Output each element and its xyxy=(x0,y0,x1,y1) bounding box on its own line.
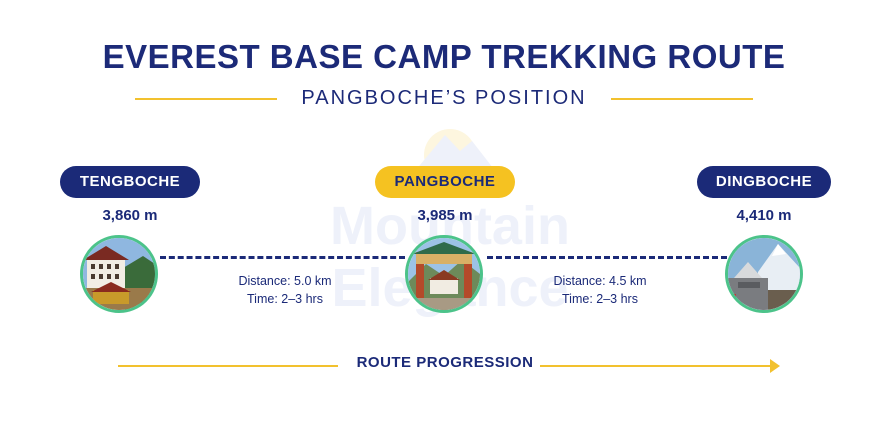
leg-1-info: Distance: 5.0 km Time: 2–3 hrs xyxy=(215,272,355,308)
stop-label-dingboche: DINGBOCHE xyxy=(697,166,831,198)
monastery-photo-icon xyxy=(83,238,155,310)
page-title: EVEREST BASE CAMP TREKKING ROUTE xyxy=(102,38,786,75)
watermark-text: Mountain Elegance xyxy=(330,196,570,318)
progression-line-left xyxy=(118,365,338,367)
chorten-photo-icon xyxy=(728,238,800,310)
page-subtitle: PANGBOCHE’S POSITION xyxy=(301,87,587,109)
elevation-dingboche: 4,410 m xyxy=(736,207,792,224)
leg-1-distance: Distance: 5.0 km xyxy=(238,274,332,288)
dingboche-photo xyxy=(725,235,803,313)
leg-2-info: Distance: 4.5 km Time: 2–3 hrs xyxy=(530,272,670,308)
arrow-right-icon xyxy=(770,359,780,373)
gate-photo-icon xyxy=(408,238,480,310)
elevation-tengboche: 3,860 m xyxy=(102,207,158,224)
stop-label-tengboche: TENGBOCHE xyxy=(60,166,200,198)
elevation-pangboche: 3,985 m xyxy=(417,207,473,224)
route-segment-2 xyxy=(487,256,727,259)
pangboche-photo xyxy=(405,235,483,313)
leg-1-time: Time: 2–3 hrs xyxy=(247,292,323,306)
leg-2-distance: Distance: 4.5 km xyxy=(553,274,647,288)
tengboche-photo xyxy=(80,235,158,313)
route-progression-label: ROUTE PROGRESSION xyxy=(356,354,534,371)
leg-2-time: Time: 2–3 hrs xyxy=(562,292,638,306)
progression-line-right xyxy=(540,365,772,367)
subtitle-left-rule xyxy=(135,98,277,100)
route-segment-1 xyxy=(160,256,405,259)
watermark-logo: Mountain Elegance xyxy=(250,129,650,319)
stop-label-pangboche: PANGBOCHE xyxy=(375,166,515,198)
subtitle-right-rule xyxy=(611,98,753,100)
